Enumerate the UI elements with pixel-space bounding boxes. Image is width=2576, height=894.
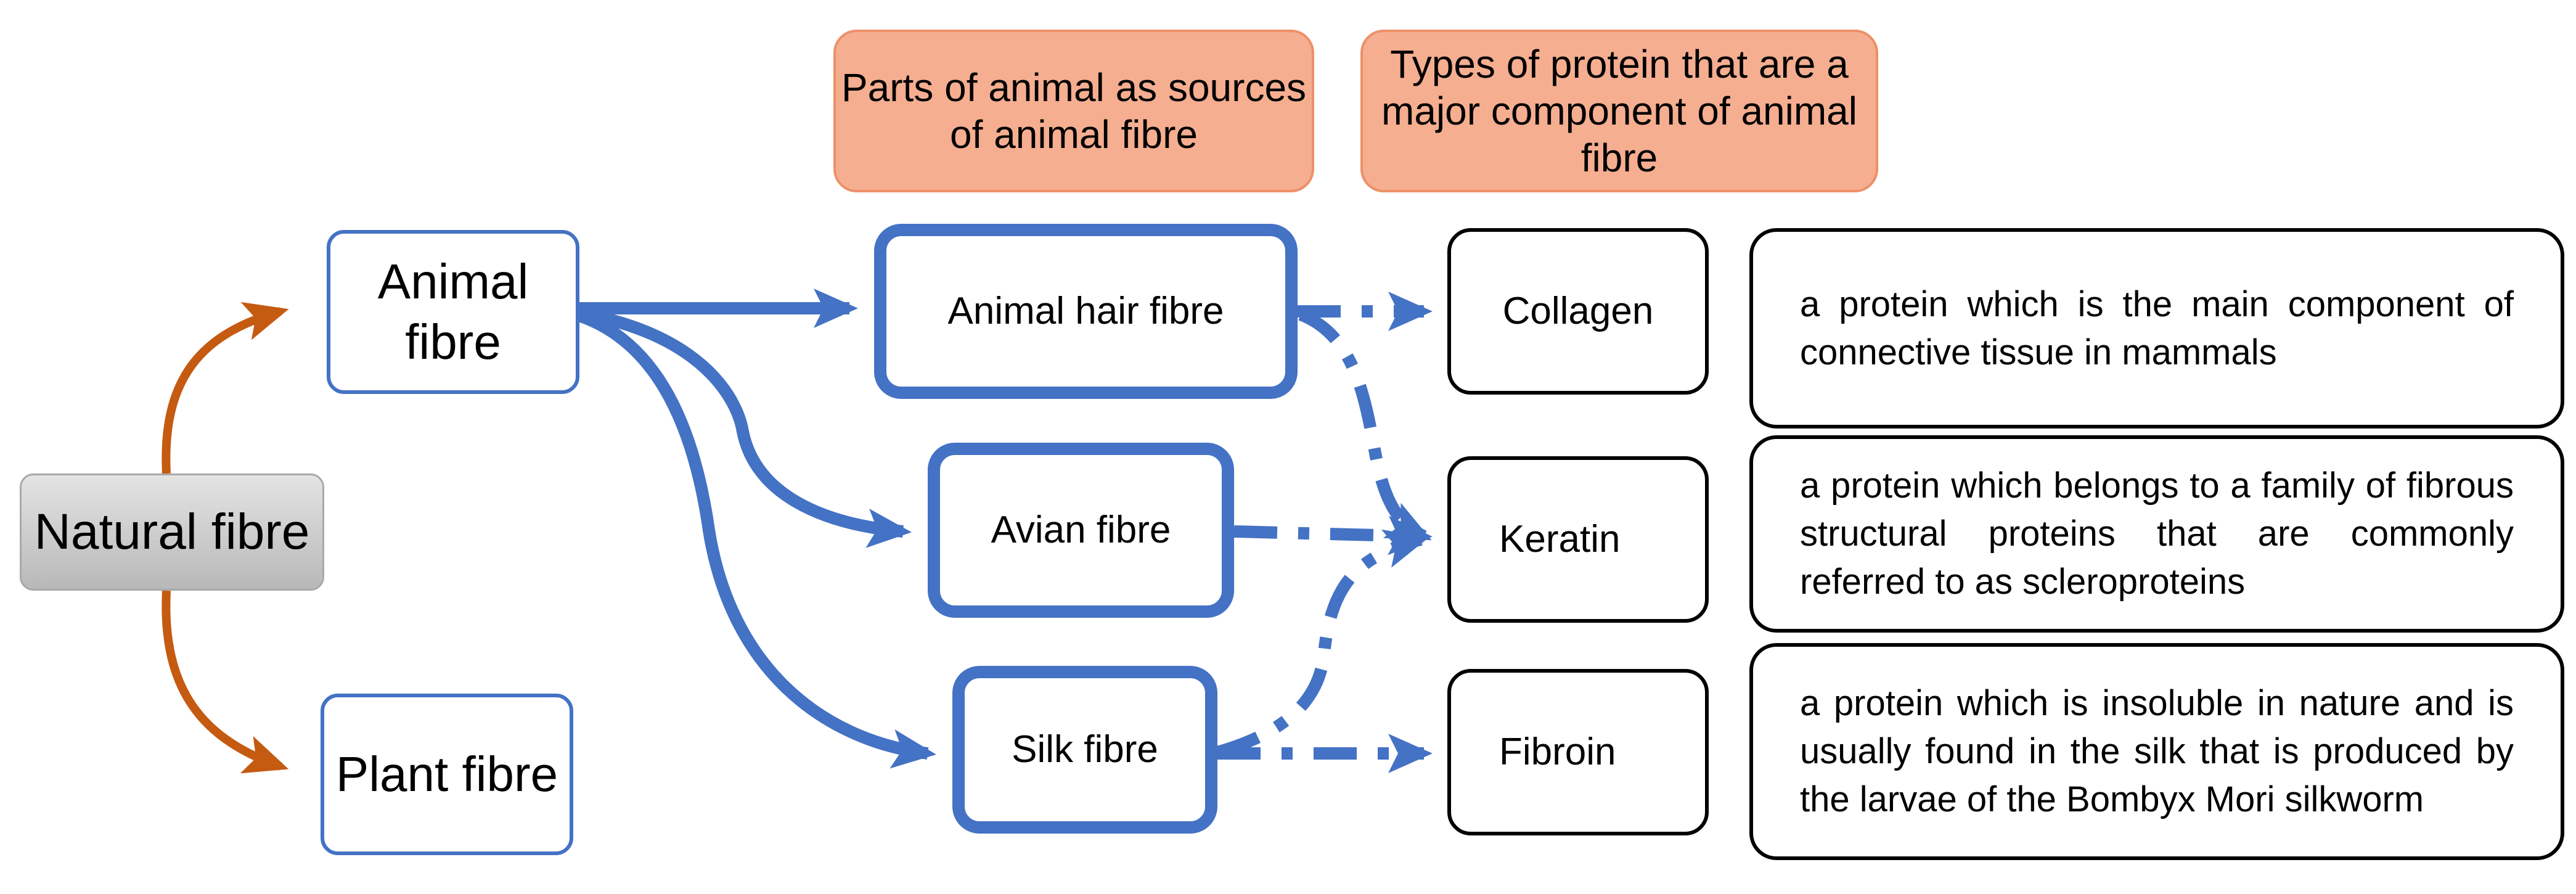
edge-avian-to-keratin xyxy=(1233,515,1433,556)
edge-animal-to-silk xyxy=(577,310,936,769)
description-collagen: a protein which is the main component of… xyxy=(1749,228,2564,429)
edge-natural-to-animal xyxy=(162,301,289,474)
node-avian-fibre: Avian fibre xyxy=(928,443,1234,618)
description-keratin: a protein which belongs to a family of f… xyxy=(1749,435,2564,633)
node-animal-hair-fibre-label: Animal hair fibre xyxy=(947,290,1224,332)
node-keratin: Keratin xyxy=(1447,456,1709,623)
description-fibroin-text: a protein which is insoluble in nature a… xyxy=(1800,683,2514,819)
node-silk-fibre: Silk fibre xyxy=(952,666,1217,834)
node-silk-fibre-label: Silk fibre xyxy=(1012,728,1158,771)
node-animal-fibre-label: Animal fibre xyxy=(377,254,529,369)
description-collagen-text: a protein which is the main component of… xyxy=(1800,284,2514,372)
node-animal-hair-fibre: Animal hair fibre xyxy=(874,224,1298,399)
node-animal-fibre: Animal fibre xyxy=(327,230,579,394)
edge-hair-to-keratin xyxy=(1298,308,1432,542)
header-proteins-label: Types of protein that are a major compon… xyxy=(1381,42,1857,180)
node-collagen-label: Collagen xyxy=(1502,290,1654,332)
header-parts-label: Parts of animal as sources of animal fib… xyxy=(841,65,1307,157)
node-collagen: Collagen xyxy=(1447,228,1709,395)
node-keratin-label: Keratin xyxy=(1499,518,1621,560)
node-plant-fibre-label: Plant fibre xyxy=(335,747,558,802)
edge-animal-to-avian xyxy=(578,307,912,548)
edge-natural-to-plant xyxy=(162,590,289,774)
node-avian-fibre-label: Avian fibre xyxy=(991,509,1171,551)
description-keratin-text: a protein which belongs to a family of f… xyxy=(1800,465,2514,602)
header-parts-of-animal: Parts of animal as sources of animal fib… xyxy=(833,30,1314,192)
node-natural-fibre-label: Natural fibre xyxy=(34,504,310,560)
edge-silk-to-keratin xyxy=(1216,529,1429,758)
node-plant-fibre: Plant fibre xyxy=(321,694,573,855)
description-fibroin: a protein which is insoluble in nature a… xyxy=(1749,643,2564,860)
node-natural-fibre: Natural fibre xyxy=(20,474,324,591)
header-protein-types: Types of protein that are a major compon… xyxy=(1360,30,1878,192)
node-fibroin: Fibroin xyxy=(1447,669,1709,835)
node-fibroin-label: Fibroin xyxy=(1499,731,1616,773)
